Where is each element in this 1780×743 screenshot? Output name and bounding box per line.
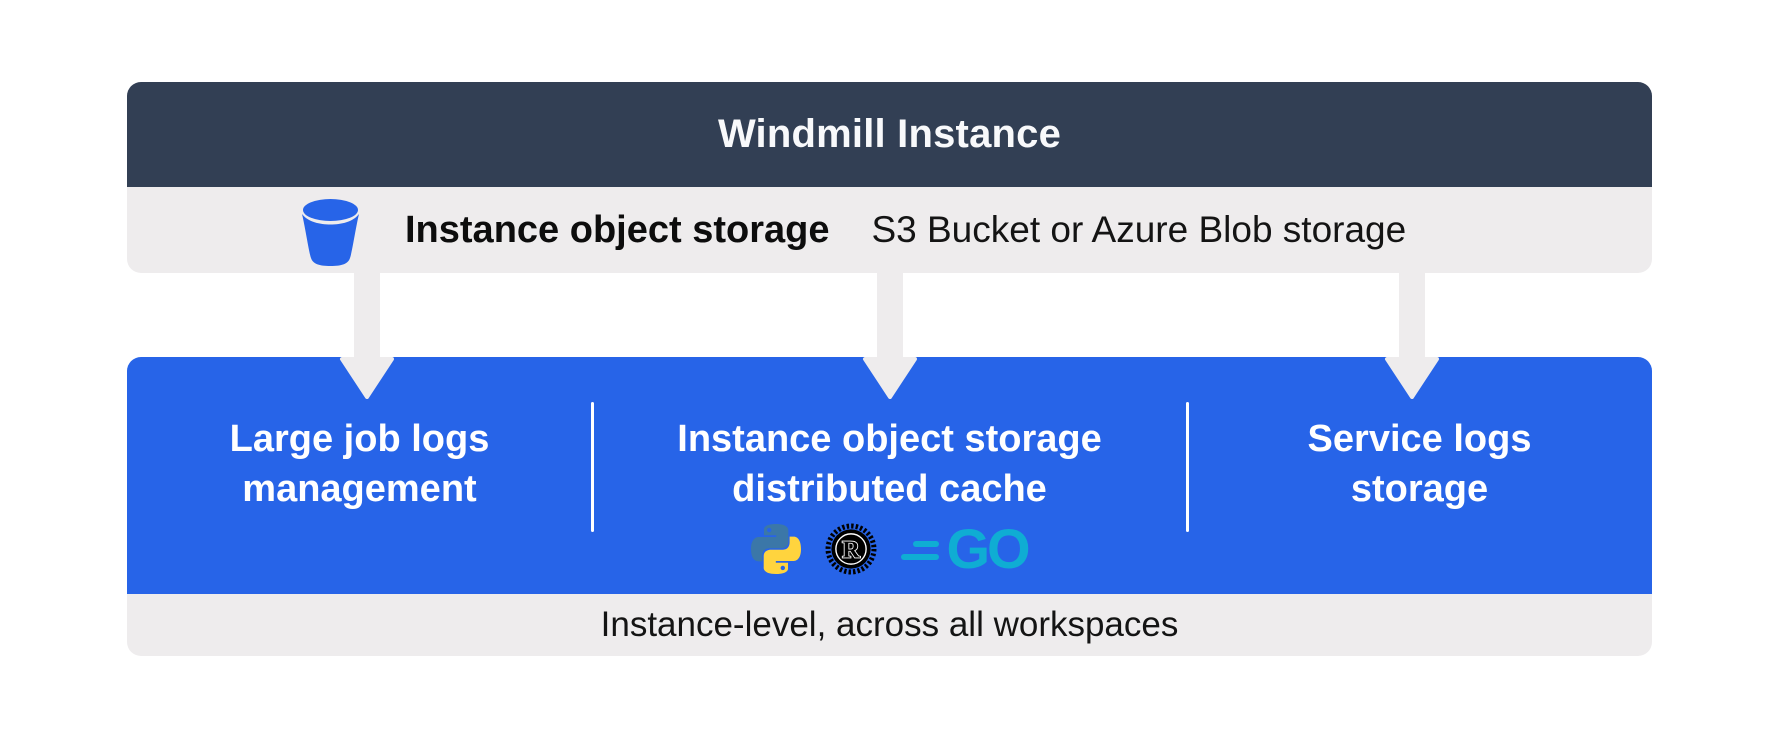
- section-divider-1: [591, 402, 594, 532]
- bucket-icon: [302, 199, 359, 266]
- section-service-logs: Service logs storage: [1187, 357, 1652, 594]
- down-arrow-right: [1385, 273, 1439, 399]
- section-label: Service logs storage: [1307, 418, 1532, 510]
- s3-azure-sublabel: S3 Bucket or Azure Blob storage: [871, 209, 1407, 250]
- section-label: Large job logs management: [229, 418, 490, 510]
- python-icon: [751, 524, 802, 574]
- diagram-title: Windmill Instance: [717, 112, 1062, 156]
- down-arrow-left: [340, 273, 394, 399]
- features-block: Large job logs management Instance objec…: [127, 357, 1652, 656]
- language-icons-row: R GO: [751, 517, 1031, 580]
- go-letters: GO: [946, 517, 1030, 580]
- object-storage-bar: Instance object storage S3 Bucket or Azu…: [127, 187, 1652, 273]
- section-label: Instance object storage distributed cach…: [677, 418, 1102, 510]
- instance-object-storage-label: Instance object storage: [405, 208, 830, 251]
- section-divider-2: [1186, 402, 1189, 532]
- section-distributed-cache: Instance object storage distributed cach…: [592, 357, 1187, 594]
- svg-text:R: R: [843, 536, 861, 563]
- go-icon: GO: [901, 517, 1031, 580]
- scope-label: Instance-level, across all workspaces: [600, 605, 1179, 644]
- rust-icon: R: [825, 523, 877, 575]
- section-large-job-logs: Large job logs management: [127, 357, 592, 594]
- windmill-instance-header: Windmill Instance: [127, 82, 1652, 187]
- instance-storage-block: Windmill Instance Instance object storag…: [127, 82, 1652, 273]
- scope-footer-bar: Instance-level, across all workspaces: [127, 594, 1652, 656]
- go-speed-lines: [901, 540, 940, 560]
- down-arrow-center: [863, 273, 917, 399]
- windmill-architecture-diagram: Windmill Instance Instance object storag…: [127, 82, 1652, 656]
